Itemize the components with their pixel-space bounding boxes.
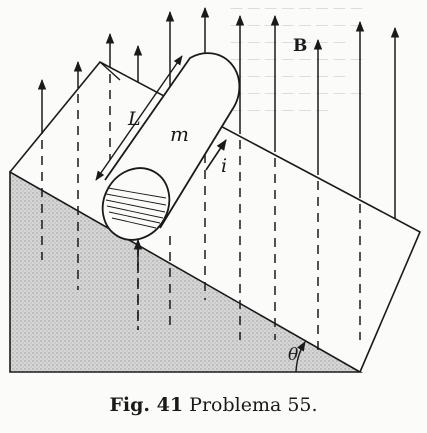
bleed-through-text: — — — — — — — — — — — — — — — — — — — — …	[230, 1, 363, 118]
incline-surface	[9, 60, 422, 373]
angle-label: θ	[288, 345, 298, 365]
mass-label: m	[170, 122, 189, 146]
current-arrow	[205, 139, 227, 171]
current-label: i	[221, 155, 227, 177]
length-arrow	[95, 55, 183, 181]
caption-figure-number: Fig. 41	[109, 394, 184, 416]
wedge-front-face	[9, 170, 364, 373]
field-label: B	[293, 36, 307, 56]
caption-text: Problema 55.	[189, 394, 318, 416]
length-label: L	[127, 108, 141, 130]
figure-caption: Fig. 41 Problema 55.	[0, 394, 427, 416]
angle-arc	[295, 341, 306, 373]
